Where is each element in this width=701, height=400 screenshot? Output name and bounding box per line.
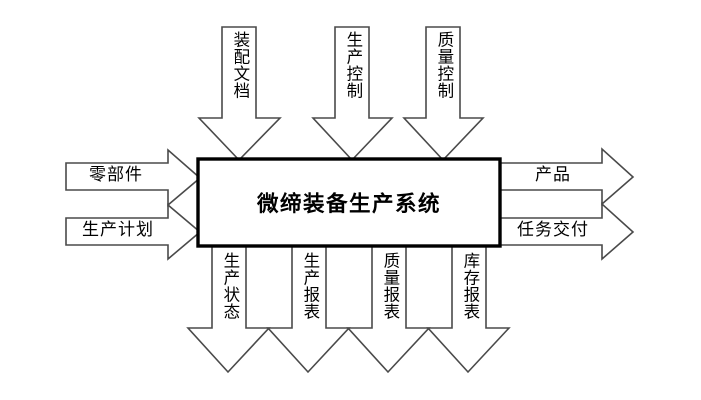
output-arrow-1[interactable] bbox=[499, 147, 635, 206]
system-box[interactable] bbox=[196, 157, 502, 248]
output-report-arrow-3[interactable] bbox=[346, 245, 431, 374]
output-arrow-2[interactable] bbox=[499, 202, 635, 261]
input-label-1: 零部件 bbox=[89, 165, 143, 185]
control-arrow-3[interactable] bbox=[402, 26, 485, 162]
input-label-2: 生产计划 bbox=[82, 220, 154, 240]
input-arrow-1[interactable] bbox=[65, 148, 202, 207]
output-label-2: 任务交付 bbox=[517, 220, 589, 240]
report-label-3: 质量报表 bbox=[380, 252, 400, 320]
output-report-arrow-2[interactable] bbox=[266, 245, 351, 374]
system-box-label: 微缔装备生产系统 bbox=[256, 192, 441, 217]
report-label-4: 库存报表 bbox=[460, 252, 480, 320]
output-report-arrow-1[interactable] bbox=[186, 245, 271, 374]
control-arrow-2[interactable] bbox=[311, 26, 394, 162]
input-arrow-2[interactable] bbox=[65, 203, 202, 261]
report-label-1: 生产状态 bbox=[220, 252, 240, 320]
control-label-3: 质量控制 bbox=[434, 31, 454, 99]
control-label-2: 生产控制 bbox=[343, 31, 363, 99]
report-label-2: 生产报表 bbox=[300, 252, 320, 320]
output-label-1: 产品 bbox=[535, 165, 571, 185]
control-arrow-1[interactable] bbox=[197, 26, 282, 162]
control-label-1: 装配文档 bbox=[230, 31, 250, 99]
output-report-arrow-4[interactable] bbox=[426, 245, 511, 374]
